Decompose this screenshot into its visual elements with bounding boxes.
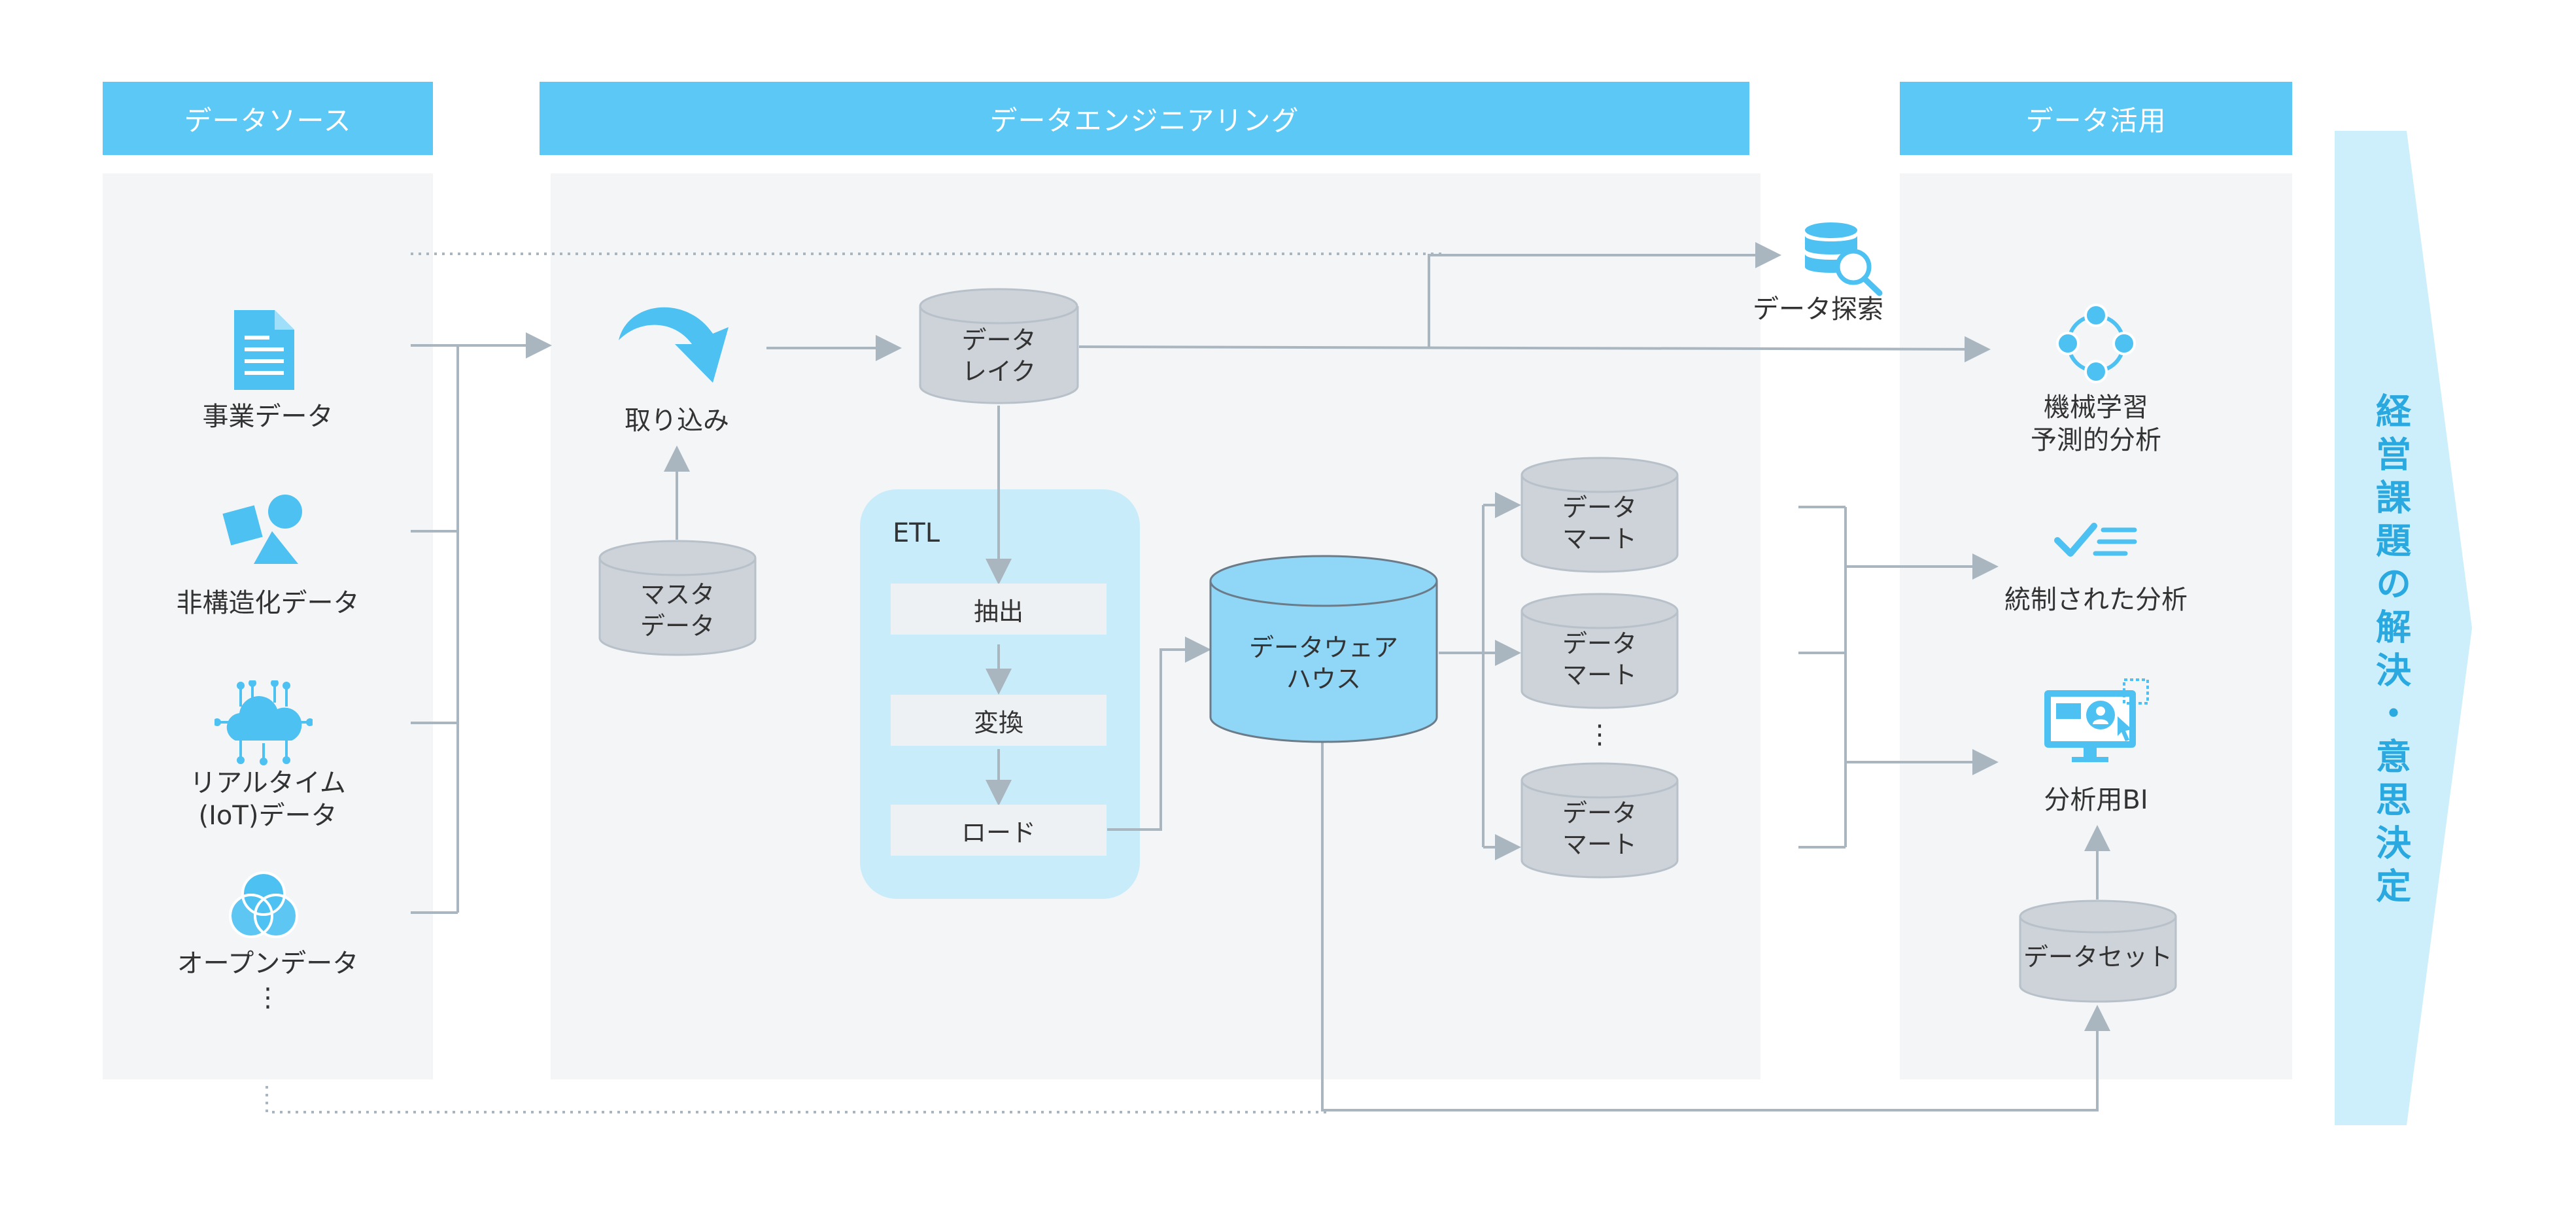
label-realtime-line1: リアルタイム <box>190 768 346 798</box>
decision-banner-arrow <box>2335 131 2472 1125</box>
venn-icon <box>229 871 298 938</box>
etl-title: ETL <box>893 518 940 548</box>
label-ml-line1: 機械学習 <box>2044 393 2148 423</box>
data-mart-cylinder-1: データ マート <box>1520 457 1679 574</box>
dataset-label: データセット <box>2023 943 2172 971</box>
data-lake-cylinder: データ レイク <box>919 288 1079 406</box>
etl-step-load: ロード <box>891 805 1107 856</box>
dwh-line2: ハウス <box>1286 665 1361 693</box>
data-mart-1-line2: マート <box>1562 525 1637 553</box>
ingest-arrow-icon <box>619 307 729 383</box>
label-ml-line2: 予測的分析 <box>2031 425 2161 455</box>
data-warehouse-cylinder: データウェア ハウス <box>1209 555 1439 744</box>
data-lake-line2: レイク <box>961 357 1037 386</box>
data-mart-3-line2: マート <box>1562 830 1637 859</box>
data-mart-ellipsis: ⋮ <box>1587 720 1613 750</box>
label-unstructured-data: 非構造化データ <box>176 588 360 618</box>
label-ingest: 取り込み <box>625 406 729 436</box>
label-open-data: オープンデータ <box>177 949 359 979</box>
data-mart-cylinder-3: データ マート <box>1520 762 1679 880</box>
header-data-sources: データソース <box>103 82 433 155</box>
label-governed-analysis: 統制された分析 <box>2004 585 2188 615</box>
data-mart-2-line2: マート <box>1562 661 1637 690</box>
iot-cloud-icon <box>215 680 313 765</box>
data-lake-line1: データ <box>961 326 1037 355</box>
header-data-utilization: データ活用 <box>1900 82 2292 155</box>
checklist-icon <box>2054 523 2137 557</box>
label-data-exploration: データ探索 <box>1753 294 1883 324</box>
label-realtime-line2: (IoT)データ <box>198 801 337 831</box>
master-data-line2: データ <box>640 612 715 640</box>
dwh-line1: データウェア <box>1248 633 1398 662</box>
sources-ellipsis: ⋮ <box>254 983 281 1013</box>
dataset-cylinder: データセット <box>2019 900 2177 1004</box>
data-mart-3-line1: データ <box>1562 799 1637 828</box>
header-data-engineering: データエンジニアリング <box>540 82 1749 155</box>
master-data-cylinder: マスタ データ <box>598 540 757 657</box>
bi-monitor-icon <box>2044 678 2149 762</box>
etl-step-extract: 抽出 <box>891 584 1107 635</box>
shapes-icon <box>222 495 302 564</box>
data-mart-cylinder-2: データ マート <box>1520 593 1679 710</box>
database-search-icon <box>1805 222 1883 296</box>
label-business-data: 事業データ <box>202 402 334 432</box>
etl-step-transform: 変換 <box>891 695 1107 746</box>
master-data-line1: マスタ <box>640 580 715 609</box>
document-icon <box>234 310 294 390</box>
decision-banner-text: 経営課題の解決・意思決定 <box>2369 393 2411 911</box>
machine-learning-icon <box>2056 304 2136 383</box>
label-bi: 分析用BI <box>2044 785 2148 815</box>
data-mart-1-line1: データ <box>1562 493 1637 522</box>
data-mart-2-line1: データ <box>1562 629 1637 658</box>
